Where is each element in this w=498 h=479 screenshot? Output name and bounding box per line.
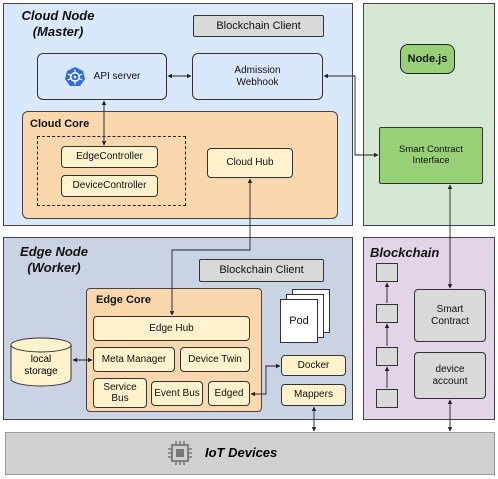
edge-node-title: Edge Node (Worker) [14, 244, 94, 275]
docker-label: Docker [297, 359, 330, 371]
service-bus-label-line1: Service [103, 381, 137, 393]
smart-contract-label-line1: Smart [436, 304, 464, 315]
block-2 [376, 304, 398, 323]
pod-stack: Pod [278, 289, 333, 347]
nodejs-label: Node.js [407, 52, 448, 65]
nodejs-badge: Node.js [400, 44, 455, 74]
api-server-label: API server [93, 70, 141, 82]
local-storage: local storage [10, 337, 72, 387]
cloud-node-title: Cloud Node (Master) [14, 8, 102, 39]
admission-webhook-label-line1: Admission [234, 65, 281, 76]
docker[interactable]: Docker [281, 355, 346, 376]
admission-webhook-label-line2: Webhook [236, 76, 279, 88]
smart-contract[interactable]: Smart Contract [414, 289, 486, 342]
edge-node-title-line1: Edge Node [20, 244, 88, 259]
smart-contract-interface[interactable]: Smart Contract Interface [379, 127, 483, 184]
iot-devices-label: IoT Devices [205, 445, 278, 460]
device-account[interactable]: device account [414, 352, 486, 399]
smart-contract-interface-line2: Interface [412, 154, 450, 166]
meta-manager[interactable]: Meta Manager [93, 347, 175, 372]
service-bus-label-line2: Bus [111, 393, 129, 404]
block-3 [376, 347, 398, 366]
pod[interactable]: Pod [280, 299, 318, 343]
device-twin-label: Device Twin [188, 353, 242, 365]
mappers[interactable]: Mappers [281, 384, 346, 406]
device-account-label-line2: account [432, 375, 468, 387]
device-twin[interactable]: Device Twin [180, 347, 250, 372]
local-storage-cylinder [10, 337, 72, 387]
controllers-group [37, 136, 186, 206]
iot-devices-bar [5, 432, 495, 475]
block-1 [376, 263, 398, 282]
service-bus[interactable]: Service Bus [93, 378, 147, 408]
cloud-node-title-line1: Cloud Node [21, 8, 95, 23]
admission-webhook[interactable]: Admission Webhook [192, 53, 323, 100]
edge-hub[interactable]: Edge Hub [93, 316, 250, 341]
cloud-node-title-line2: (Master) [32, 23, 84, 39]
block-4 [376, 389, 398, 408]
pod-label: Pod [289, 314, 309, 327]
mappers-label: Mappers [294, 389, 333, 401]
cloud-hub-label: Cloud Hub [226, 157, 274, 169]
local-storage-label-line2: storage [24, 366, 58, 377]
edged[interactable]: Edged [208, 381, 250, 406]
event-bus-label: Event Bus [154, 387, 200, 399]
cloud-blockchain-client[interactable]: Blockchain Client [193, 15, 324, 37]
smart-contract-interface-line1: Smart Contract [399, 143, 463, 155]
cloud-blockchain-client-label: Blockchain Client [216, 19, 301, 32]
edged-label: Edged [214, 387, 244, 399]
smart-contract-label-line2: Contract [431, 315, 469, 327]
chip-icon [168, 441, 192, 465]
api-server[interactable]: API server [37, 53, 167, 100]
edge-controller-label: EdgeController [76, 151, 143, 163]
edge-node-title-line2: (Worker) [27, 259, 81, 275]
kubernetes-icon [64, 66, 85, 86]
edge-controller[interactable]: EdgeController [61, 146, 158, 168]
edge-blockchain-client-label: Blockchain Client [219, 264, 304, 277]
cloud-core-title: Cloud Core [30, 118, 90, 130]
device-controller[interactable]: DeviceController [61, 175, 158, 197]
device-controller-label: DeviceController [72, 180, 147, 192]
edge-core-title: Edge Core [96, 294, 152, 306]
meta-manager-label: Meta Manager [101, 353, 167, 365]
edge-blockchain-client[interactable]: Blockchain Client [199, 259, 324, 282]
device-account-label-line1: device [435, 364, 465, 375]
cloud-hub[interactable]: Cloud Hub [207, 148, 293, 178]
nodejs-panel [363, 3, 495, 226]
event-bus[interactable]: Event Bus [151, 381, 203, 406]
edge-hub-label: Edge Hub [149, 322, 194, 334]
blockchain-title: Blockchain [370, 245, 440, 260]
local-storage-label-line1: local [30, 354, 52, 365]
local-storage-label: local storage [10, 354, 72, 378]
